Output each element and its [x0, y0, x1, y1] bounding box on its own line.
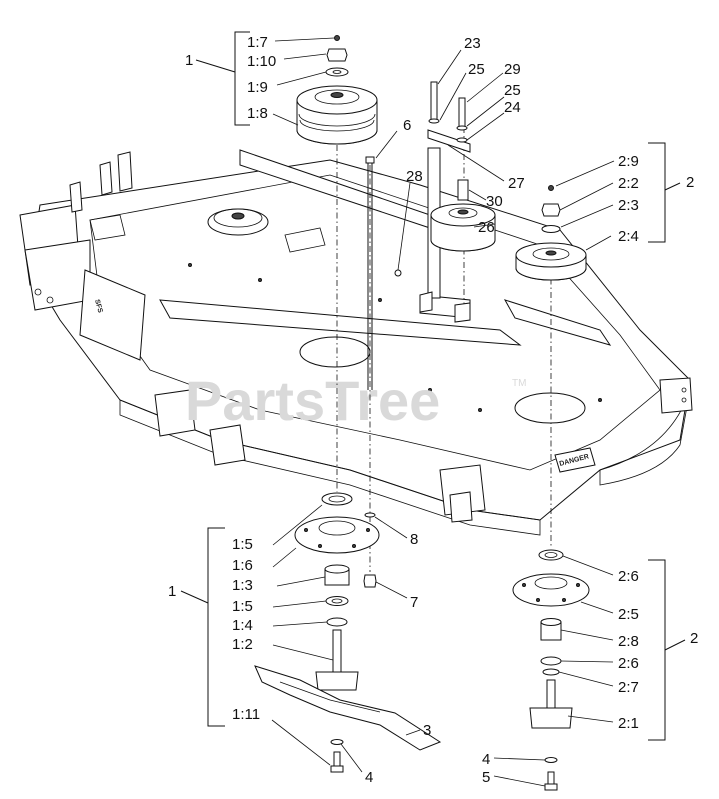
lower-left-spindle — [254, 492, 442, 773]
lower-right-spindle — [512, 549, 590, 791]
callout-1-2: 1:2 — [232, 636, 253, 653]
callout-30: 30 — [486, 193, 503, 210]
callout-1-5-bottom: 1:5 — [232, 598, 253, 615]
callout-2-4: 2:4 — [618, 228, 639, 245]
callout-7: 7 — [410, 594, 418, 611]
callout-1-9: 1:9 — [247, 79, 268, 96]
callout-2-8: 2:8 — [618, 633, 639, 650]
callout-group-1-lower: 1 — [168, 583, 176, 600]
callout-23: 23 — [464, 35, 481, 52]
center-idler-stack — [419, 81, 496, 323]
callout-2-1: 2:1 — [618, 715, 639, 732]
callout-4-left: 4 — [365, 769, 373, 786]
callout-2-6-bottom: 2:6 — [618, 655, 639, 672]
callout-6: 6 — [403, 117, 411, 134]
callout-27: 27 — [508, 175, 525, 192]
callout-1-6: 1:6 — [232, 557, 253, 574]
callout-3: 3 — [423, 722, 431, 739]
callout-2-9: 2:9 — [618, 153, 639, 170]
callout-24: 24 — [504, 99, 521, 116]
group-bracket-lower-right — [648, 559, 686, 741]
callout-2-2: 2:2 — [618, 175, 639, 192]
callout-2-6-top: 2:6 — [618, 568, 639, 585]
callout-group-1-upper: 1 — [185, 52, 193, 69]
callout-4-right: 4 — [482, 751, 490, 768]
callout-8: 8 — [410, 531, 418, 548]
callout-group-2-lower: 2 — [690, 630, 698, 647]
callout-28: 28 — [406, 168, 423, 185]
watermark-tm: TM — [512, 378, 526, 389]
callout-5: 5 — [482, 769, 490, 786]
upper-right-pulley-stack — [515, 185, 587, 281]
watermark-text: PartsTree — [185, 369, 440, 432]
callout-1-7: 1:7 — [247, 34, 268, 51]
callout-2-5: 2:5 — [618, 606, 639, 623]
group-bracket-upper-right — [648, 142, 681, 243]
upper-left-pulley-stack — [296, 35, 378, 145]
callout-26: 26 — [478, 219, 495, 236]
long-bolt — [365, 156, 375, 390]
callout-1-3: 1:3 — [232, 577, 253, 594]
watermark: PartsTree TM — [185, 369, 526, 432]
callout-2-3: 2:3 — [618, 197, 639, 214]
callout-group-2-upper: 2 — [686, 174, 694, 191]
callout-2-7: 2:7 — [618, 679, 639, 696]
callout-1-11: 1:11 — [232, 706, 260, 723]
callout-1-8: 1:8 — [247, 105, 268, 122]
brand-decal-text: SFS — [93, 299, 103, 314]
group-bracket-lower-left — [180, 527, 225, 727]
mower-deck: SFS DANGER — [19, 149, 693, 536]
group-bracket-upper-left — [195, 31, 250, 126]
callout-29: 29 — [504, 61, 521, 78]
callout-1-4: 1:4 — [232, 617, 253, 634]
callout-1-10: 1:10 — [247, 53, 276, 70]
leader-lines — [271, 37, 615, 787]
callout-25-top: 25 — [468, 61, 485, 78]
callout-1-5-top: 1:5 — [232, 536, 253, 553]
callout-25-mid: 25 — [504, 82, 521, 99]
